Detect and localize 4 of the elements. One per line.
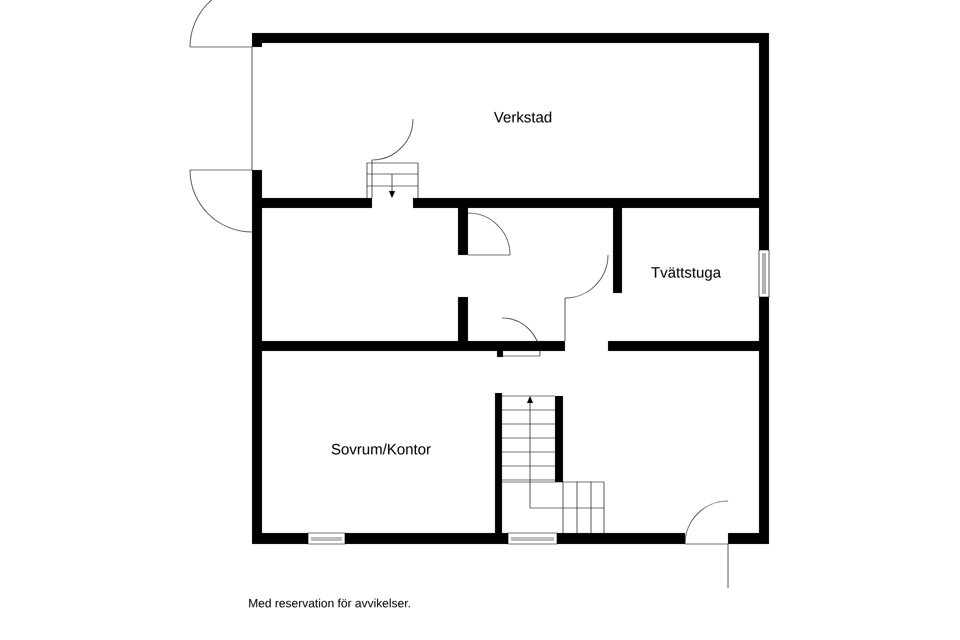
room-label: Verkstad [494,112,552,122]
room-label: Tvättstuga [651,267,722,281]
caption-text: Med reservation för avvikelser. [249,598,410,608]
room-label: Sovrum/Kontor [332,444,431,454]
